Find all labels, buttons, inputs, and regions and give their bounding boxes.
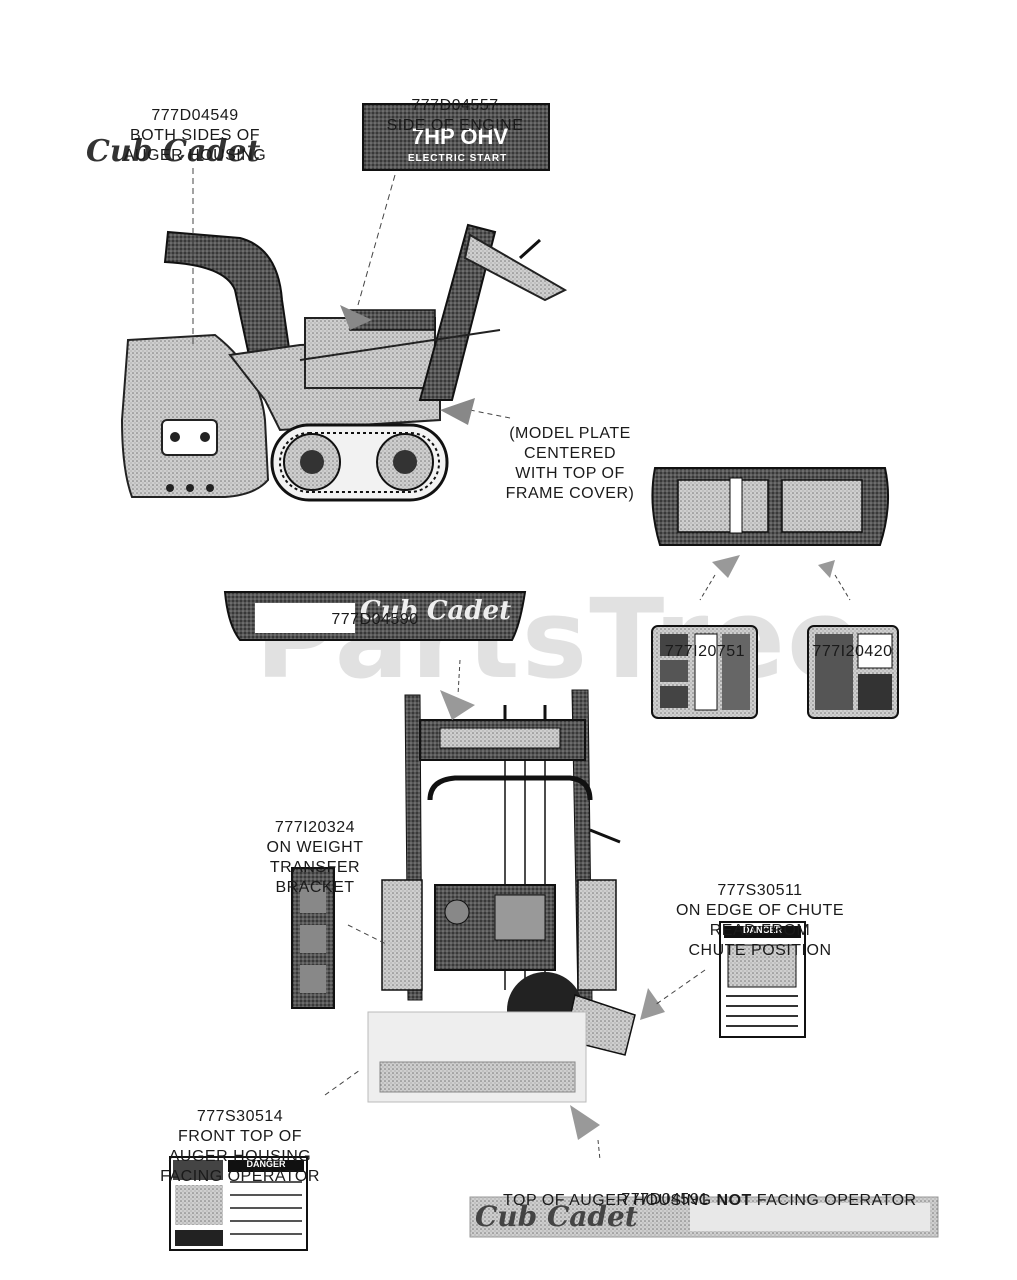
control-panel: [651, 467, 889, 546]
decal-777I20420: [807, 625, 899, 719]
brand-logo-590: Cub Cadet: [360, 596, 512, 626]
decal-777D04591: [469, 1196, 939, 1238]
side-view-snowblower: [120, 223, 568, 502]
label-777D04591-number: 777D04591: [621, 1191, 709, 1208]
decal-777S30514: [169, 1156, 308, 1251]
danger-text-514: DANGER: [246, 1159, 286, 1169]
decal-777D04557: [362, 103, 550, 171]
brand-logo-591: Cub Cadet: [475, 1200, 638, 1233]
decal-777I20324: [291, 867, 335, 1009]
label-777D04591: TOP OF AUGER HOUSING NOT FACING OPERATOR: [460, 1171, 950, 1211]
label-591-bold: NOT: [716, 1192, 752, 1209]
engine-sub-text: ELECTRIC START: [407, 153, 508, 164]
label-777D04590: 777D04590: [331, 611, 419, 628]
brand-logo-549: Cub Cadet: [86, 134, 261, 169]
decal-777D04590: [223, 591, 527, 641]
engine-hp-text: 7HP OHV: [411, 124, 509, 149]
label-591-post: FACING OPERATOR: [751, 1192, 917, 1209]
label-591-pre: TOP OF AUGER HOUSING: [503, 1192, 717, 1209]
decal-777I20751: [651, 625, 758, 719]
label-777I20751: 777I20751: [664, 643, 746, 660]
front-view-snowblower: [367, 689, 636, 1103]
decal-777S30511: [719, 921, 806, 1038]
label-777I20420: 777I20420: [812, 643, 893, 660]
danger-text-511: DANGER: [742, 925, 782, 935]
